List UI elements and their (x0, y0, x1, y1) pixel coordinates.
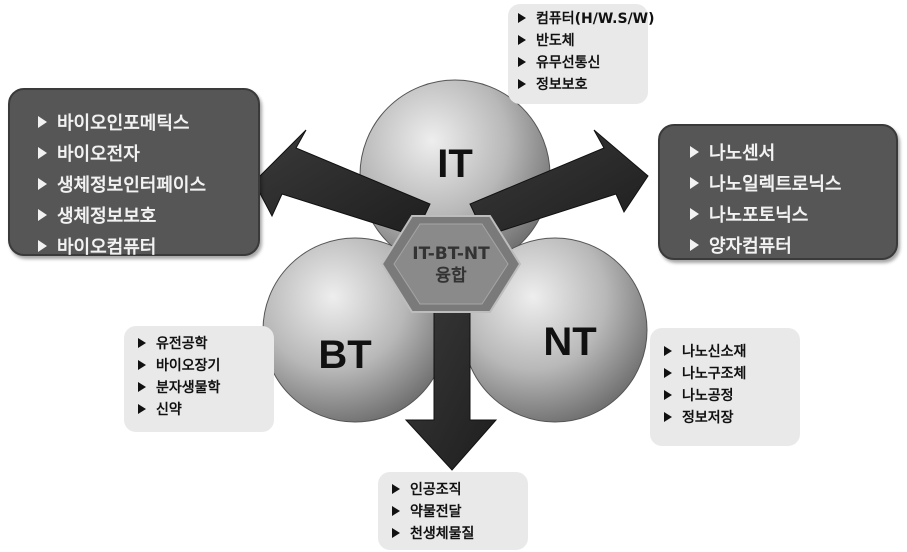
bullet-arrow-icon (392, 506, 400, 516)
bt-fields-box: 유전공학 바이오장기 분자생물학 신약 (124, 326, 274, 432)
center-label-line2: 융합 (435, 266, 467, 286)
list-item: 정보보호 (518, 73, 648, 95)
arrow-it-bt (253, 129, 431, 237)
list-item: 바이오장기 (138, 354, 274, 376)
bullet-arrow-icon (664, 412, 672, 422)
bullet-arrow-icon (138, 360, 146, 370)
bullet-arrow-icon (690, 176, 699, 189)
list-item: 나노일렉트로닉스 (690, 167, 896, 198)
list-item: 나노공정 (664, 384, 800, 406)
bullet-arrow-icon (518, 57, 526, 67)
it-label: IT (437, 142, 473, 186)
list-item: 생체정보보호 (38, 199, 258, 230)
bullet-arrow-icon (518, 79, 526, 89)
arrow-it-nt (469, 129, 649, 237)
list-item: 약물전달 (392, 500, 528, 522)
list-item: 생체정보인터페이스 (38, 168, 258, 199)
nt-label: NT (543, 320, 597, 364)
bullet-arrow-icon (38, 177, 47, 190)
center-label-line1: IT-BT-NT (412, 244, 490, 264)
list-item: 분자생물학 (138, 376, 274, 398)
list-item: 양자컴퓨터 (690, 229, 896, 260)
it-nt-fields-box: 나노센서 나노일렉트로닉스 나노포토닉스 양자컴퓨터 (658, 124, 898, 260)
list-item: 천생체물질 (392, 522, 528, 544)
bt-nt-fields-box: 인공조직 약물전달 천생체물질 (378, 472, 528, 550)
list-item: 유전공학 (138, 332, 274, 354)
bt-label: BT (318, 333, 372, 377)
list-item: 반도체 (518, 29, 648, 51)
list-item: 바이오인포메틱스 (38, 106, 258, 137)
bullet-arrow-icon (690, 207, 699, 220)
bullet-arrow-icon (690, 145, 699, 158)
list-item: 유무선통신 (518, 51, 648, 73)
it-fields-box: 컴퓨터(H/W.S/W) 반도체 유무선통신 정보보호 (508, 4, 655, 104)
bullet-arrow-icon (690, 238, 699, 251)
list-item: 정보저장 (664, 406, 800, 428)
bullet-arrow-icon (138, 404, 146, 414)
bullet-arrow-icon (664, 346, 672, 356)
bullet-arrow-icon (392, 528, 400, 538)
list-item: 나노센서 (690, 136, 896, 167)
list-item: 나노구조체 (664, 362, 800, 384)
bullet-arrow-icon (38, 239, 47, 252)
list-item: 나노신소재 (664, 340, 800, 362)
bullet-arrow-icon (138, 338, 146, 348)
list-item: 나노포토닉스 (690, 198, 896, 229)
bullet-arrow-icon (138, 382, 146, 392)
bullet-arrow-icon (38, 146, 47, 159)
bullet-arrow-icon (38, 208, 47, 221)
list-item: 신약 (138, 398, 274, 420)
bullet-arrow-icon (518, 35, 526, 45)
bullet-arrow-icon (664, 368, 672, 378)
list-item: 컴퓨터(H/W.S/W) (518, 7, 655, 29)
bullet-arrow-icon (38, 115, 47, 128)
center-label: IT-BT-NT 융합 (400, 243, 502, 287)
center-hexagon-inner (393, 223, 509, 305)
bullet-arrow-icon (392, 484, 400, 494)
list-item: 바이오전자 (38, 137, 258, 168)
it-bt-fields-box: 바이오인포메틱스 바이오전자 생체정보인터페이스 생체정보보호 바이오컴퓨터 (8, 88, 260, 258)
bullet-arrow-icon (664, 390, 672, 400)
list-item: 바이오컴퓨터 (38, 230, 258, 261)
nt-fields-box: 나노신소재 나노구조체 나노공정 정보저장 (650, 328, 800, 446)
bullet-arrow-icon (518, 13, 526, 23)
list-item: 인공조직 (392, 478, 528, 500)
